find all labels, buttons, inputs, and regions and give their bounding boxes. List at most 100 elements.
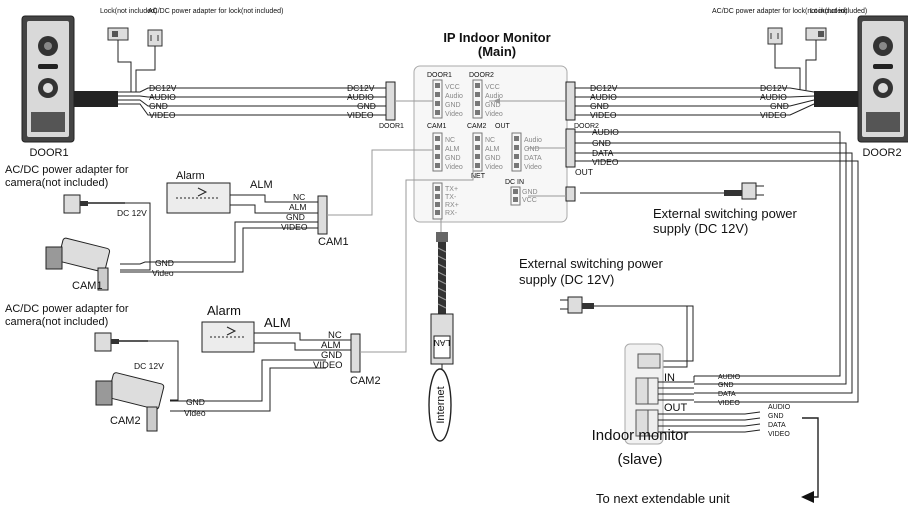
internet-icon: Internet: [428, 368, 452, 442]
cam1-wire-gnd: GND: [286, 212, 305, 222]
slave-in-wire-gnd: GND: [718, 382, 734, 389]
svg-text:DOOR2: DOOR2: [469, 72, 494, 79]
door1-station: DOOR1: [21, 15, 75, 159]
door2-lock-icon: [805, 27, 827, 41]
door2-wire-audio-end: AUDIO: [760, 92, 787, 102]
cam1-alm-label: ALM: [250, 179, 273, 191]
cam1-camera-icon: [45, 237, 111, 291]
door1-adapter-icon: [147, 29, 163, 47]
svg-text:TX-: TX-: [445, 194, 457, 201]
door2-wire-video: VIDEO: [590, 110, 617, 120]
svg-text:TX+: TX+: [445, 186, 458, 193]
svg-text:Video: Video: [445, 111, 463, 118]
cam2-connector-label: CAM2: [350, 375, 381, 387]
slave-out-wire-video: VIDEO: [768, 431, 790, 438]
slave-out-wire-audio: AUDIO: [768, 404, 791, 411]
door1-wire-audio: AUDIO: [149, 92, 176, 102]
svg-text:Video: Video: [524, 164, 542, 171]
slave-monitor-panel: [624, 343, 664, 445]
cam2-cam-wire-video: Video: [184, 408, 206, 418]
monitor-dcin-block: DC IN GND VCC: [505, 179, 538, 206]
psu2-label-line2: supply (DC 12V): [519, 272, 614, 287]
main-monitor-panel: DOOR1 VCC Audio GND Video CAM1 DOOR2 VCC…: [413, 65, 568, 223]
svg-text:Audio: Audio: [485, 93, 503, 100]
door2-wire-gnd-end: GND: [770, 101, 789, 111]
cam1-wire-alm: ALM: [289, 202, 306, 212]
cam2-alarm-label: Alarm: [207, 303, 241, 318]
cam2-wire-alm: ALM: [321, 340, 341, 351]
door2-lock-label: Lock(not included): [810, 8, 867, 15]
cam1-alarm-label: Alarm: [176, 170, 205, 182]
svg-text:RX-: RX-: [445, 210, 458, 217]
psu2-plug-icon: [560, 296, 594, 314]
door1-wire-audio-end: AUDIO: [347, 92, 374, 102]
cam2-alm-label: ALM: [264, 315, 291, 330]
monitor-door2-block: DOOR2 VCC Audio GND Video CAM2: [467, 72, 503, 130]
cam1-camera-label: CAM1: [72, 280, 103, 292]
next-unit-label: To next extendable unit: [596, 491, 730, 506]
out-wire-video: VIDEO: [592, 157, 619, 167]
svg-text:Video: Video: [485, 164, 503, 171]
slave-out-wire-data: DATA: [768, 422, 786, 429]
cam2-wire-gnd: GND: [321, 350, 342, 361]
svg-text:VCC: VCC: [522, 197, 537, 204]
slave-in-wire-audio: AUDIO: [718, 374, 741, 381]
svg-text:Video: Video: [485, 111, 503, 118]
cam2-camera-label: CAM2: [110, 415, 141, 427]
cam2-adapter-icon: [94, 332, 119, 352]
door2-adapter-icon: [767, 27, 783, 45]
door1-wire-gnd: GND: [149, 101, 168, 111]
door2-adapter-label: AC/DC power adapter for lock(not include…: [712, 8, 847, 15]
next-unit-arrow-icon: [801, 491, 814, 503]
cam2-wire-video: VIDEO: [313, 360, 343, 371]
door1-wire-gnd-end: GND: [357, 101, 376, 111]
cam2-connector: [350, 333, 361, 373]
internet-label: Internet: [435, 386, 447, 423]
cam2-adapter-line1: AC/DC power adapter for: [5, 303, 129, 315]
out-wire-audio: AUDIO: [592, 127, 619, 137]
lan-cable: [436, 232, 448, 314]
door1-lock-icon: [107, 27, 129, 41]
door2-name: DOOR2: [862, 147, 901, 159]
svg-text:GND: GND: [485, 102, 501, 109]
cam2-cam-wire-gnd: GND: [186, 397, 205, 407]
door2-wire-dc12v: DC12V: [590, 83, 618, 93]
dcin-connector: [565, 186, 576, 202]
cam1-adapter-line1: AC/DC power adapter for: [5, 164, 129, 176]
slave-in-wire-video: VIDEO: [718, 400, 740, 407]
cam1-adapter-icon: [63, 194, 88, 214]
door2-station: DOOR2: [857, 15, 908, 159]
cam2-wire-nc: NC: [328, 330, 342, 341]
slave-in-label: IN: [664, 372, 675, 384]
svg-text:Video: Video: [445, 164, 463, 171]
out-connector-label: OUT: [575, 167, 593, 177]
svg-text:VCC: VCC: [445, 84, 460, 91]
svg-text:ALM: ALM: [485, 146, 500, 153]
svg-text:GND: GND: [522, 189, 538, 196]
svg-text:ALM: ALM: [445, 146, 460, 153]
psu2-label-line1: External switching power: [519, 256, 663, 271]
svg-text:GND: GND: [445, 102, 461, 109]
cam2-adapter-line2: camera(not included): [5, 316, 108, 328]
cam1-dc-label: DC 12V: [117, 208, 147, 218]
svg-text:GND: GND: [445, 155, 461, 162]
svg-text:RX+: RX+: [445, 202, 459, 209]
slave-out-wire-gnd: GND: [768, 413, 784, 420]
diagram-subtitle: (Main): [478, 44, 516, 59]
cam1-cam-wire-video: Video: [152, 268, 174, 278]
door2-connector-label: DOOR2: [574, 123, 599, 130]
cam1-adapter-line2: camera(not included): [5, 177, 108, 189]
cam1-wire-nc: NC: [293, 192, 305, 202]
svg-text:CAM2: CAM2: [467, 123, 487, 130]
psu1-plug-icon: [724, 182, 764, 200]
door1-adapter-label: AC/DC power adapter for lock(not include…: [148, 8, 283, 15]
door2-wire-dc12v-end: DC12V: [760, 83, 788, 93]
slave-out-label: OUT: [664, 402, 688, 414]
monitor-out-block: Audio GND DATA Video: [511, 132, 542, 172]
out-wire-gnd: GND: [592, 138, 611, 148]
monitor-door1-block: DOOR1 VCC Audio GND Video CAM1: [427, 72, 463, 130]
svg-text:NC: NC: [445, 137, 455, 144]
door1-wire-video: VIDEO: [149, 110, 176, 120]
slave-name-line1: Indoor monitor: [592, 427, 689, 444]
out-connector: [565, 128, 576, 168]
